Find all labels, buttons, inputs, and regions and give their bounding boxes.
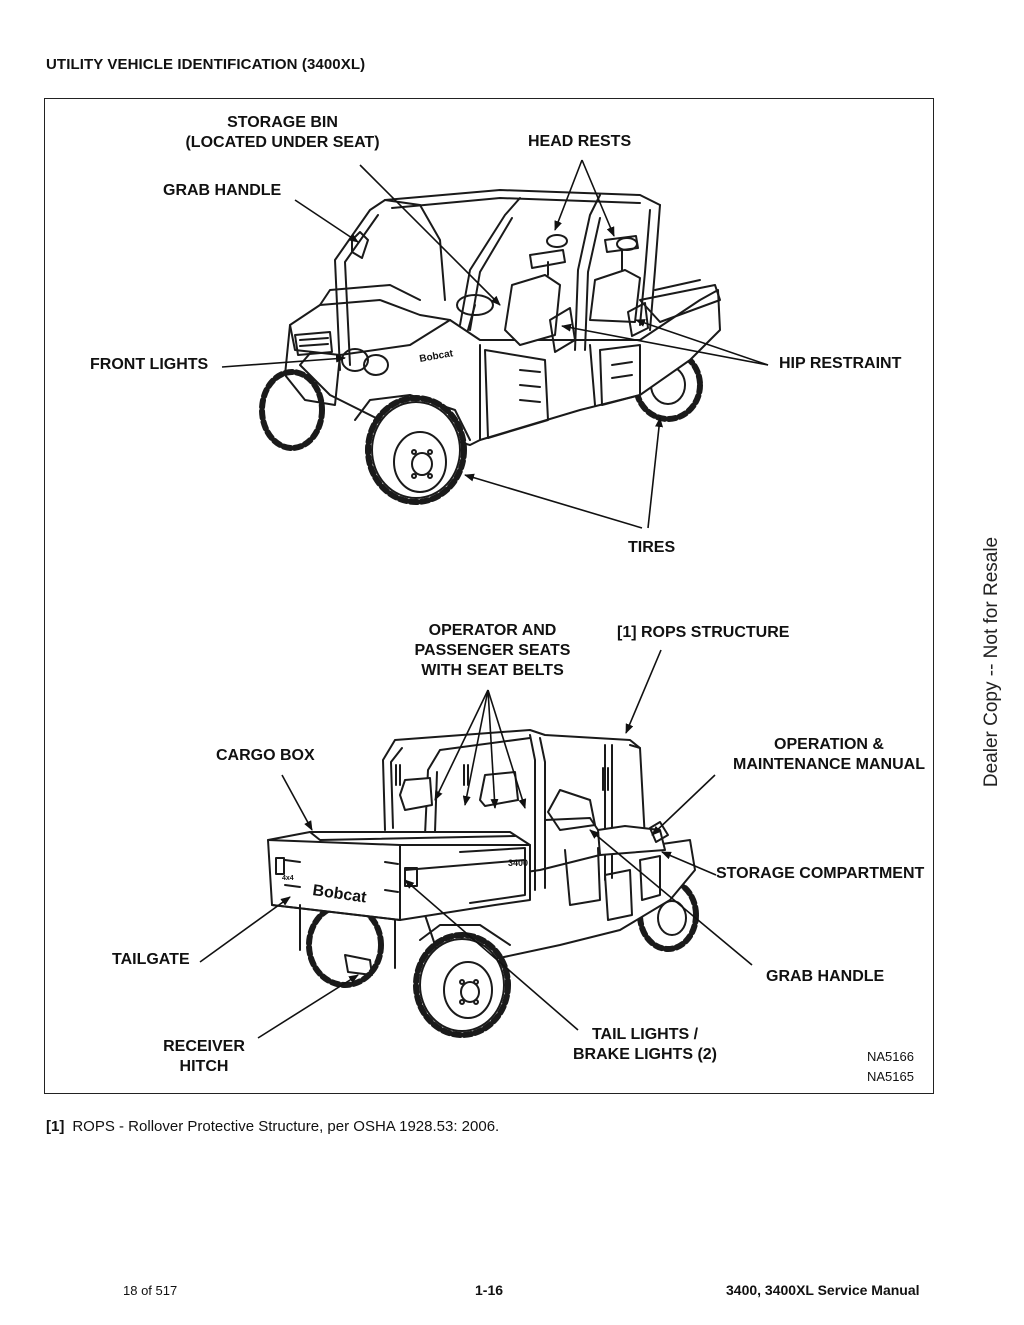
arrow-seat-4 — [487, 689, 527, 809]
arrow-tires-2 — [647, 417, 664, 529]
arrow-seat-3 — [487, 689, 499, 809]
footnote-marker: [1] — [46, 1118, 65, 1135]
arrow-cargo-box — [281, 774, 313, 831]
manual-title: 3400, 3400XL Service Manual — [726, 1282, 920, 1298]
front-seat-back — [504, 274, 561, 346]
label-storage-bin-line2: (LOCATED UNDER SEAT) — [185, 134, 380, 151]
page-count: 18 of 517 — [123, 1283, 178, 1298]
front-left-tire — [259, 369, 325, 451]
arrow-seat-2 — [462, 689, 489, 806]
grab-handle-top — [351, 231, 369, 259]
label-receiver-line1: RECEIVER — [163, 1038, 245, 1055]
arrow-tail-lights — [404, 879, 579, 1031]
head-rest-1 — [546, 234, 568, 248]
label-front-lights: FRONT LIGHTS — [90, 356, 209, 373]
label-tail-lights: TAIL LIGHTS / BRAKE LIGHTS (2) — [560, 1025, 730, 1065]
label-seats-line2: PASSENGER SEATS — [414, 642, 571, 659]
arrow-grab-handle-top — [294, 199, 359, 243]
page-number: 1-16 — [475, 1282, 504, 1298]
arrow-seat-1 — [434, 689, 489, 801]
model-badge: 3400 — [508, 858, 528, 868]
label-tires: TIRES — [628, 539, 676, 556]
rear-seat-back — [589, 269, 641, 323]
arrow-head-rest-2 — [581, 159, 615, 237]
label-tailgate: TAILGATE — [112, 951, 190, 968]
footnote: [1] ROPS - Rollover Protective Structure,… — [46, 1118, 499, 1135]
label-cargo-box: CARGO BOX — [216, 747, 315, 764]
label-storage-bin: STORAGE BIN (LOCATED UNDER SEAT) — [170, 113, 395, 153]
label-operation-manual: OPERATION & MAINTENANCE MANUAL — [724, 735, 934, 775]
dealer-copy-watermark: Dealer Copy -- Not for Resale — [981, 536, 1002, 788]
figure-code-1: NA5166 — [867, 1049, 914, 1064]
arrow-tailgate — [199, 896, 291, 963]
arrow-hip-restraint-2 — [635, 319, 769, 366]
label-receiver-line2: HITCH — [179, 1058, 229, 1075]
label-seats-line1: OPERATOR AND — [428, 622, 557, 639]
footnote-text: ROPS - Rollover Protective Structure, pe… — [72, 1118, 500, 1135]
front-view-vehicle: Bobcat — [259, 189, 721, 505]
figure-frame — [44, 98, 934, 1094]
label-head-rests: HEAD RESTS — [528, 133, 632, 150]
arrow-grab-handle-bottom — [589, 829, 753, 966]
arrow-manual — [651, 774, 716, 836]
arrow-head-rest-1 — [554, 159, 583, 231]
arrow-receiver-hitch — [257, 974, 359, 1039]
label-seats: OPERATOR AND PASSENGER SEATS WITH SEAT B… — [400, 621, 585, 681]
arrow-storage-bin — [359, 164, 501, 306]
label-grab-handle-bottom: GRAB HANDLE — [766, 968, 885, 985]
label-tail-lights-line2: BRAKE LIGHTS (2) — [573, 1046, 717, 1063]
figure-codes: NA5166 NA5165 — [867, 1047, 914, 1087]
badge-4x4: 4x4 — [282, 875, 294, 882]
arrow-rops — [625, 649, 662, 734]
head-rest-2 — [616, 237, 638, 251]
label-receiver-hitch: RECEIVER HITCH — [152, 1037, 256, 1077]
tail-light-left — [275, 857, 285, 875]
label-manual-line2: MAINTENANCE MANUAL — [733, 756, 925, 773]
receiver-hitch — [344, 954, 373, 976]
arrow-tires-1 — [464, 473, 643, 529]
figure-code-2: NA5165 — [867, 1069, 914, 1084]
label-grab-handle-top: GRAB HANDLE — [163, 182, 282, 199]
label-seats-line3: WITH SEAT BELTS — [421, 662, 564, 679]
label-hip-restraint: HIP RESTRAINT — [779, 355, 902, 372]
page-title: UTILITY VEHICLE IDENTIFICATION (3400XL) — [46, 56, 366, 73]
rear-view-vehicle: Bobcat 3400 4x4 — [267, 729, 699, 1038]
label-storage-compartment: STORAGE COMPARTMENT — [716, 865, 925, 882]
arrow-front-lights — [221, 354, 346, 368]
label-tail-lights-line1: TAIL LIGHTS / — [591, 1026, 699, 1043]
label-manual-line1: OPERATION & — [774, 736, 884, 753]
arrow-hip-restraint-1 — [561, 323, 769, 366]
arrow-storage-compartment — [661, 851, 717, 876]
rear-right-tire — [413, 932, 511, 1038]
label-rops-structure: [1] ROPS STRUCTURE — [617, 624, 790, 641]
label-storage-bin-line1: STORAGE BIN — [227, 114, 338, 131]
front-light-right — [363, 354, 389, 376]
leader-arrows — [199, 159, 769, 1039]
